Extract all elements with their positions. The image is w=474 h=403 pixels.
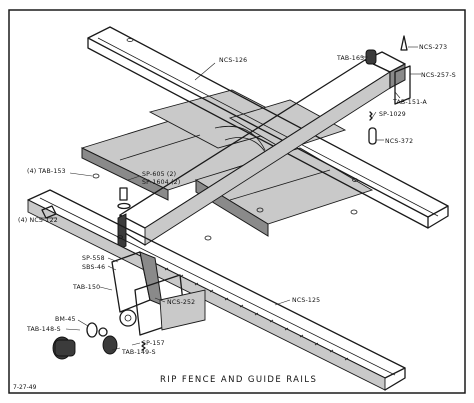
leader-lines xyxy=(42,46,421,351)
label-ncs-126: NCS-126 xyxy=(219,57,247,64)
label-tab-151-a: TAB-151-A xyxy=(392,99,428,106)
label-ncs-257-s: NCS-257-S xyxy=(421,72,456,79)
sp-1029-spring xyxy=(369,111,373,121)
label-sp-605: SP-605 (2) xyxy=(142,171,176,178)
front-clamp-assembly xyxy=(52,251,206,360)
label-sbs-46: SBS-46 xyxy=(82,264,105,271)
label-tab-150: TAB-150 xyxy=(72,284,100,291)
label-ncs-252: NCS-252 xyxy=(167,299,195,306)
part-labels: NCS-126 TAB-163 NCS-273 NCS-257-S TAB-15… xyxy=(18,44,456,356)
label-ncs-122: (4) NCS-122 xyxy=(18,217,58,224)
rear-guide-rail xyxy=(87,26,449,229)
diagram-title: RIP FENCE AND GUIDE RAILS xyxy=(160,375,317,385)
label-tab-148-s: TAB-148-S xyxy=(26,326,61,333)
label-sp-558: SP-558 xyxy=(82,255,105,262)
tab-151-a-clamp xyxy=(394,65,411,105)
label-ncs-125: NCS-125 xyxy=(292,297,320,304)
label-tab-163: TAB-163 xyxy=(336,55,364,62)
rip-fence-bar xyxy=(117,51,406,251)
label-ncs-372: NCS-372 xyxy=(385,138,413,145)
label-tab-149-s: TAB-149-S xyxy=(121,349,156,356)
diagram-frame xyxy=(8,9,466,394)
ncs-372-pin xyxy=(368,127,377,145)
label-ncs-273: NCS-273 xyxy=(419,44,447,51)
ncs-273-screw xyxy=(400,35,408,51)
rear-clamp-parts xyxy=(365,35,411,145)
label-bm-45: BM-45 xyxy=(55,316,76,323)
date-code: 7-27-49 xyxy=(13,384,37,391)
label-tab-153: (4) TAB-153 xyxy=(27,168,66,175)
hardware xyxy=(41,173,358,241)
label-sp-1604: SP-1604 (2) xyxy=(142,179,180,186)
label-sp-157: SP-157 xyxy=(142,340,165,347)
label-sp-1029: SP-1029 xyxy=(379,111,406,118)
